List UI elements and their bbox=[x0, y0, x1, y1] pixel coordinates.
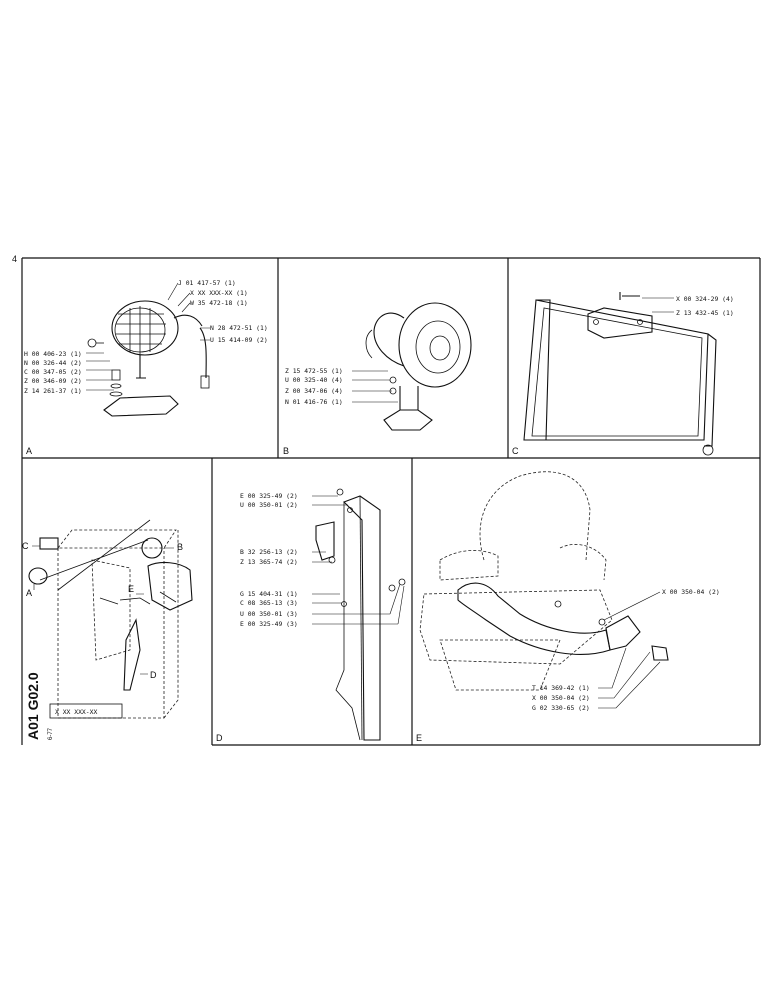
horn-drawing bbox=[365, 302, 472, 431]
panel-b: B Z 15 472-55 (1) U 00 325-40 (4) Z 00 3… bbox=[283, 302, 472, 456]
part-label-a-6: H 00 406-23 (1) bbox=[24, 350, 82, 358]
part-label-b-2: U 00 325-40 (4) bbox=[285, 376, 343, 384]
part-label-a-1: J 01 417-57 (1) bbox=[178, 279, 236, 287]
ref-box bbox=[49, 703, 123, 719]
panel-a: A J 01 417-57 (1) X XX XXX-XX (1) W 35 4… bbox=[24, 279, 268, 456]
callout-e: E bbox=[128, 584, 134, 594]
part-label-d-8: E 00 325-49 (3) bbox=[240, 620, 298, 628]
ref-box-text: X XX XXX-XX bbox=[55, 708, 97, 716]
panel-letter-b: B bbox=[283, 446, 289, 456]
part-label-a-9: Z 00 346-09 (2) bbox=[24, 377, 82, 385]
part-label-c-2: Z 13 432-45 (1) bbox=[676, 309, 734, 317]
panel-letter-c: C bbox=[512, 446, 519, 456]
part-label-c-1: X 00 324-29 (4) bbox=[676, 295, 734, 303]
panel-letter-a: A bbox=[26, 446, 32, 456]
seat-drawing bbox=[419, 471, 669, 691]
part-label-b-1: Z 15 472-55 (1) bbox=[285, 367, 343, 375]
part-label-b-3: Z 00 347-06 (4) bbox=[285, 387, 343, 395]
panel-letter-e: E bbox=[416, 733, 422, 743]
callout-b: B bbox=[177, 542, 183, 552]
part-label-a-4: N 28 472-51 (1) bbox=[210, 324, 268, 332]
part-label-d-1: E 00 325-49 (2) bbox=[240, 492, 298, 500]
part-label-d-2: U 00 350-01 (2) bbox=[240, 501, 298, 509]
part-label-a-3: W 35 472-18 (1) bbox=[190, 299, 248, 307]
part-label-d-6: C 08 365-13 (3) bbox=[240, 599, 298, 607]
pillar-bracket-drawing bbox=[315, 488, 406, 741]
mirror-drawing bbox=[523, 292, 717, 456]
part-label-e-1: X 00 350-04 (2) bbox=[662, 588, 720, 596]
part-label-d-7: U 00 350-01 (3) bbox=[240, 610, 298, 618]
part-label-d-5: G 15 404-31 (1) bbox=[240, 590, 298, 598]
callout-c: C bbox=[22, 541, 29, 551]
part-label-a-2: X XX XXX-XX (1) bbox=[190, 289, 248, 297]
part-label-e-4: G 02 330-65 (2) bbox=[532, 704, 590, 712]
work-lamp-drawing bbox=[87, 300, 210, 417]
panel-e: E X 00 350-04 (2) T 14 369-42 (1) X 00 3… bbox=[416, 471, 720, 743]
part-label-d-4: Z 13 365-74 (2) bbox=[240, 558, 298, 566]
panel-letter-d: D bbox=[216, 733, 223, 743]
page-date: 6-77 bbox=[48, 727, 54, 740]
panel-d: D E 00 325-49 (2) U 00 350-01 (2) B 32 2… bbox=[216, 488, 406, 743]
overview-panel: C B A E D A01 G02.0 6-77 X XX XXX-XX bbox=[22, 519, 193, 740]
page-code: A01 G02.0 bbox=[25, 672, 41, 740]
part-label-a-7: N 00 326-44 (2) bbox=[24, 359, 82, 367]
part-label-e-2: T 14 369-42 (1) bbox=[532, 684, 590, 692]
callout-a: A bbox=[26, 588, 32, 598]
corner-mark: 4 bbox=[12, 254, 17, 264]
part-label-a-5: U 15 414-09 (2) bbox=[210, 336, 268, 344]
part-label-e-3: X 00 350-04 (2) bbox=[532, 694, 590, 702]
cab-outline bbox=[28, 519, 193, 719]
part-label-b-4: N 01 416-76 (1) bbox=[285, 398, 343, 406]
part-label-a-10: Z 14 261-37 (1) bbox=[24, 387, 82, 395]
callout-d: D bbox=[150, 670, 157, 680]
part-label-a-8: C 00 347-05 (2) bbox=[24, 368, 82, 376]
panel-c: C X 00 324-29 (4) Z 13 432-45 (1) bbox=[512, 292, 734, 456]
part-label-d-3: B 32 256-13 (2) bbox=[240, 548, 298, 556]
panel-frames bbox=[21, 257, 761, 746]
